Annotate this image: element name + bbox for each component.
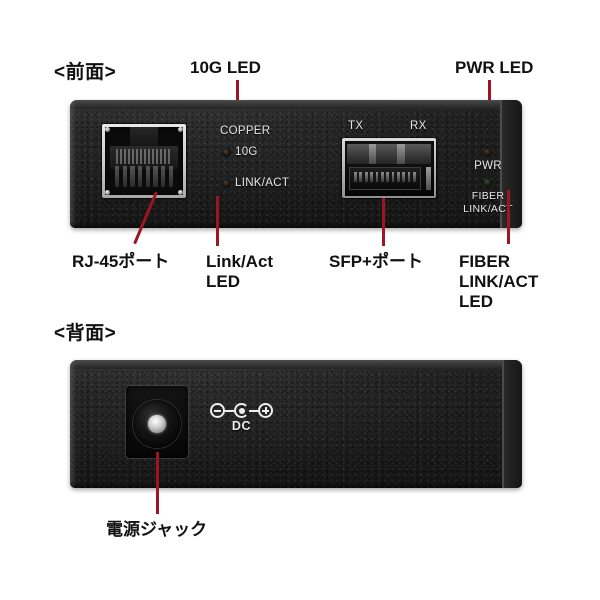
dc-polarity-symbol: DC xyxy=(210,403,273,433)
leader-line-sfp-port xyxy=(382,198,385,246)
rj45-port[interactable] xyxy=(102,124,186,198)
chassis-top-bevel xyxy=(70,100,522,109)
callout-pwr-led: PWR LED xyxy=(455,58,534,77)
sfp-upper-cage xyxy=(347,143,431,164)
silkscreen-rx-label: RX xyxy=(410,120,427,132)
silkscreen-pwr-label: PWR xyxy=(474,160,502,172)
callout-fiber-link-act-led: FIBER LINK/ACT LED xyxy=(459,252,539,312)
led-10g xyxy=(222,148,231,157)
rj45-molded-text xyxy=(115,149,173,165)
rj45-shield-tab-tl xyxy=(105,127,110,132)
led-fiber-link-act xyxy=(483,178,492,187)
rj45-shield-tab-br xyxy=(178,190,183,195)
rj45-inner-body xyxy=(109,146,179,170)
dc-jack-center-pin xyxy=(148,415,166,433)
center-pin-polarity-icon xyxy=(234,403,249,418)
silkscreen-tx-label: TX xyxy=(348,120,364,132)
rear-section-heading: <背面> xyxy=(54,323,117,344)
leader-line-power-jack xyxy=(156,452,159,514)
callout-power-jack: 電源ジャック xyxy=(106,520,208,539)
sfp-right-guide-rail xyxy=(426,166,431,190)
silkscreen-10g-label: 10G xyxy=(235,146,258,158)
rear-chassis-right-side-face xyxy=(502,360,522,488)
rj45-shield-tab-tr xyxy=(178,127,183,132)
rj45-cavity xyxy=(105,127,183,195)
dc-power-jack[interactable] xyxy=(133,400,181,448)
rear-chassis-left-bevel xyxy=(70,360,81,488)
polarity-connector-bar-left xyxy=(225,409,234,412)
silkscreen-dc-label: DC xyxy=(231,419,252,433)
chassis-right-side-face xyxy=(500,100,522,228)
rj45-latch-notch xyxy=(129,127,159,151)
rear-panel-chassis: DC xyxy=(70,360,522,488)
callout-link-act-led: Link/Act LED xyxy=(206,252,274,292)
led-pwr xyxy=(483,148,492,157)
polarity-connector-bar-right xyxy=(249,409,258,412)
rj45-contact-pins xyxy=(115,166,173,187)
led-copper-link-act xyxy=(222,179,231,188)
sfp-cage-cavity xyxy=(344,140,434,196)
sfp-lower-connector xyxy=(348,166,422,190)
sfp-plus-port[interactable] xyxy=(342,138,436,198)
rear-chassis-bottom-shadow xyxy=(70,481,522,488)
chassis-bottom-shadow xyxy=(70,221,522,228)
silkscreen-copper-header: COPPER xyxy=(220,125,271,137)
callout-10g-led: 10G LED xyxy=(190,58,261,77)
chassis-left-bevel xyxy=(70,100,81,228)
front-section-heading: <前面> xyxy=(54,62,117,83)
callout-rj45-port: RJ-45ポート xyxy=(72,252,170,271)
plus-polarity-icon xyxy=(258,403,273,418)
front-panel-chassis: COPPER 10G LINK/ACT TX RX PWR FIBER xyxy=(70,100,522,228)
rj45-shield-tab-bl xyxy=(105,190,110,195)
leader-line-fiber-link-act-led xyxy=(507,190,510,244)
callout-sfp-port: SFP+ポート xyxy=(329,252,423,271)
rear-chassis-top-bevel xyxy=(70,360,522,369)
minus-polarity-icon xyxy=(210,403,225,418)
leader-line-link-act-led xyxy=(216,196,219,246)
silkscreen-link-act-label: LINK/ACT xyxy=(235,177,290,189)
silkscreen-fiber-label-line2: LINK/ACT xyxy=(463,203,513,215)
sfp-contact-fingers xyxy=(354,171,416,182)
silkscreen-fiber-label-line1: FIBER xyxy=(471,190,505,202)
